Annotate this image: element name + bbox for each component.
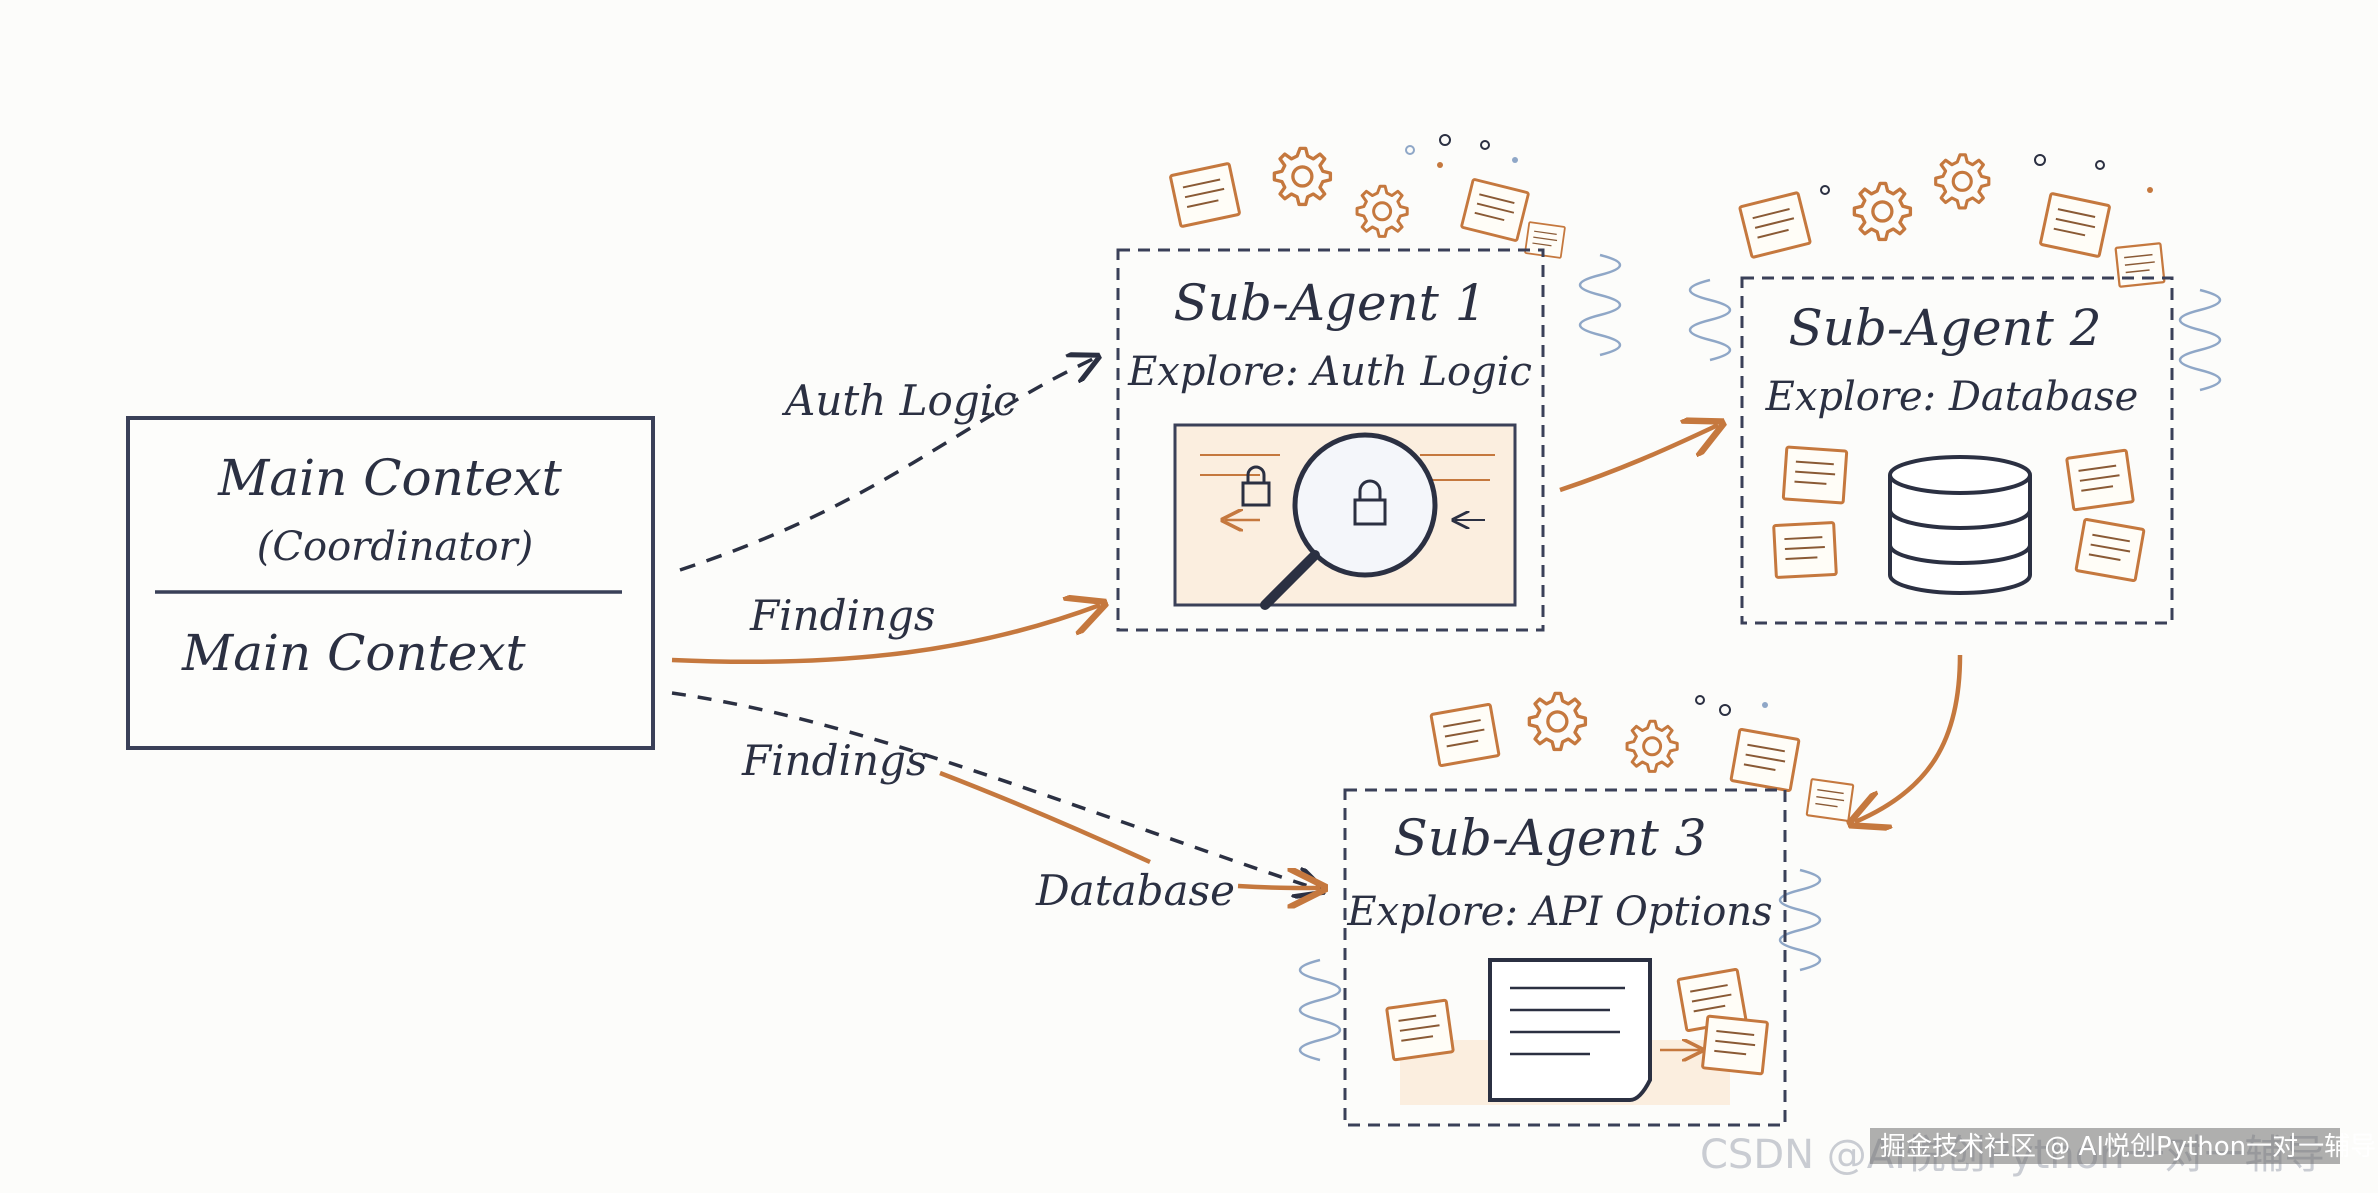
label-database: Database	[1035, 866, 1235, 915]
agent1-decorations	[1168, 134, 1566, 259]
edge-database-arrow	[1237, 886, 1320, 888]
agent3-swirl-right	[1778, 868, 1822, 972]
label-findings-1: Findings	[749, 591, 935, 640]
sub-agent-3: Sub-Agent 3 Explore: API Options	[1298, 691, 1855, 1127]
edge-agent2-to-agent3	[1855, 654, 1963, 822]
edge-findings-1	[671, 605, 1100, 665]
database-icon	[1772, 445, 2146, 595]
agent2-swirl-right	[2178, 288, 2222, 392]
agent1-swirl	[1578, 253, 1622, 357]
main-context-subtitle: (Coordinator)	[257, 524, 533, 570]
watermark-overlay: 掘金技术社区 @ AI悦创Python一对一辅导	[1880, 1132, 2376, 1162]
document-icon	[1385, 958, 1770, 1105]
agent1-frame	[1116, 248, 1545, 632]
sub-agent-1: Sub-Agent 1 Explore: Auth Logic	[1116, 134, 1622, 632]
agent3-title: Sub-Agent 3	[1393, 809, 1706, 867]
agent2-title: Sub-Agent 2	[1788, 299, 2101, 357]
edge-findings-dashed	[671, 691, 1320, 890]
agent1-title: Sub-Agent 1	[1173, 274, 1486, 332]
agent3-swirl-left	[1298, 958, 1342, 1062]
label-findings-2: Findings	[741, 736, 927, 785]
agent2-frame	[1740, 276, 2174, 625]
agent1-task: Explore: Auth Logic	[1127, 349, 1532, 395]
main-context-section-label: Main Context	[181, 624, 527, 682]
watermark: CSDN @AI悦创Python一对一辅导 掘金技术社区 @ AI悦创Pytho…	[1700, 1128, 2376, 1178]
agent2-decorations	[1738, 153, 2166, 288]
agent2-task: Explore: Database	[1765, 374, 2139, 420]
agent2-swirl-left	[1688, 278, 1732, 362]
main-context-box: Main Context (Coordinator) Main Context	[126, 416, 655, 750]
edge-agent1-to-agent2	[1559, 425, 1718, 493]
edges	[671, 358, 1963, 890]
edge-findings-solid	[939, 770, 1151, 865]
magnifier-lock-icon	[1173, 423, 1517, 610]
edge-labels: Auth Logic Findings Findings Database	[741, 376, 1235, 915]
main-context-title: Main Context	[217, 449, 563, 507]
sub-agent-2: Sub-Agent 2 Explore: Database	[1688, 153, 2222, 625]
agent3-frame	[1343, 788, 1787, 1127]
agent3-decorations	[1429, 691, 1855, 822]
edge-auth-logic	[679, 358, 1095, 572]
agent3-task: Explore: API Options	[1346, 889, 1772, 935]
label-auth-logic: Auth Logic	[781, 376, 1017, 425]
